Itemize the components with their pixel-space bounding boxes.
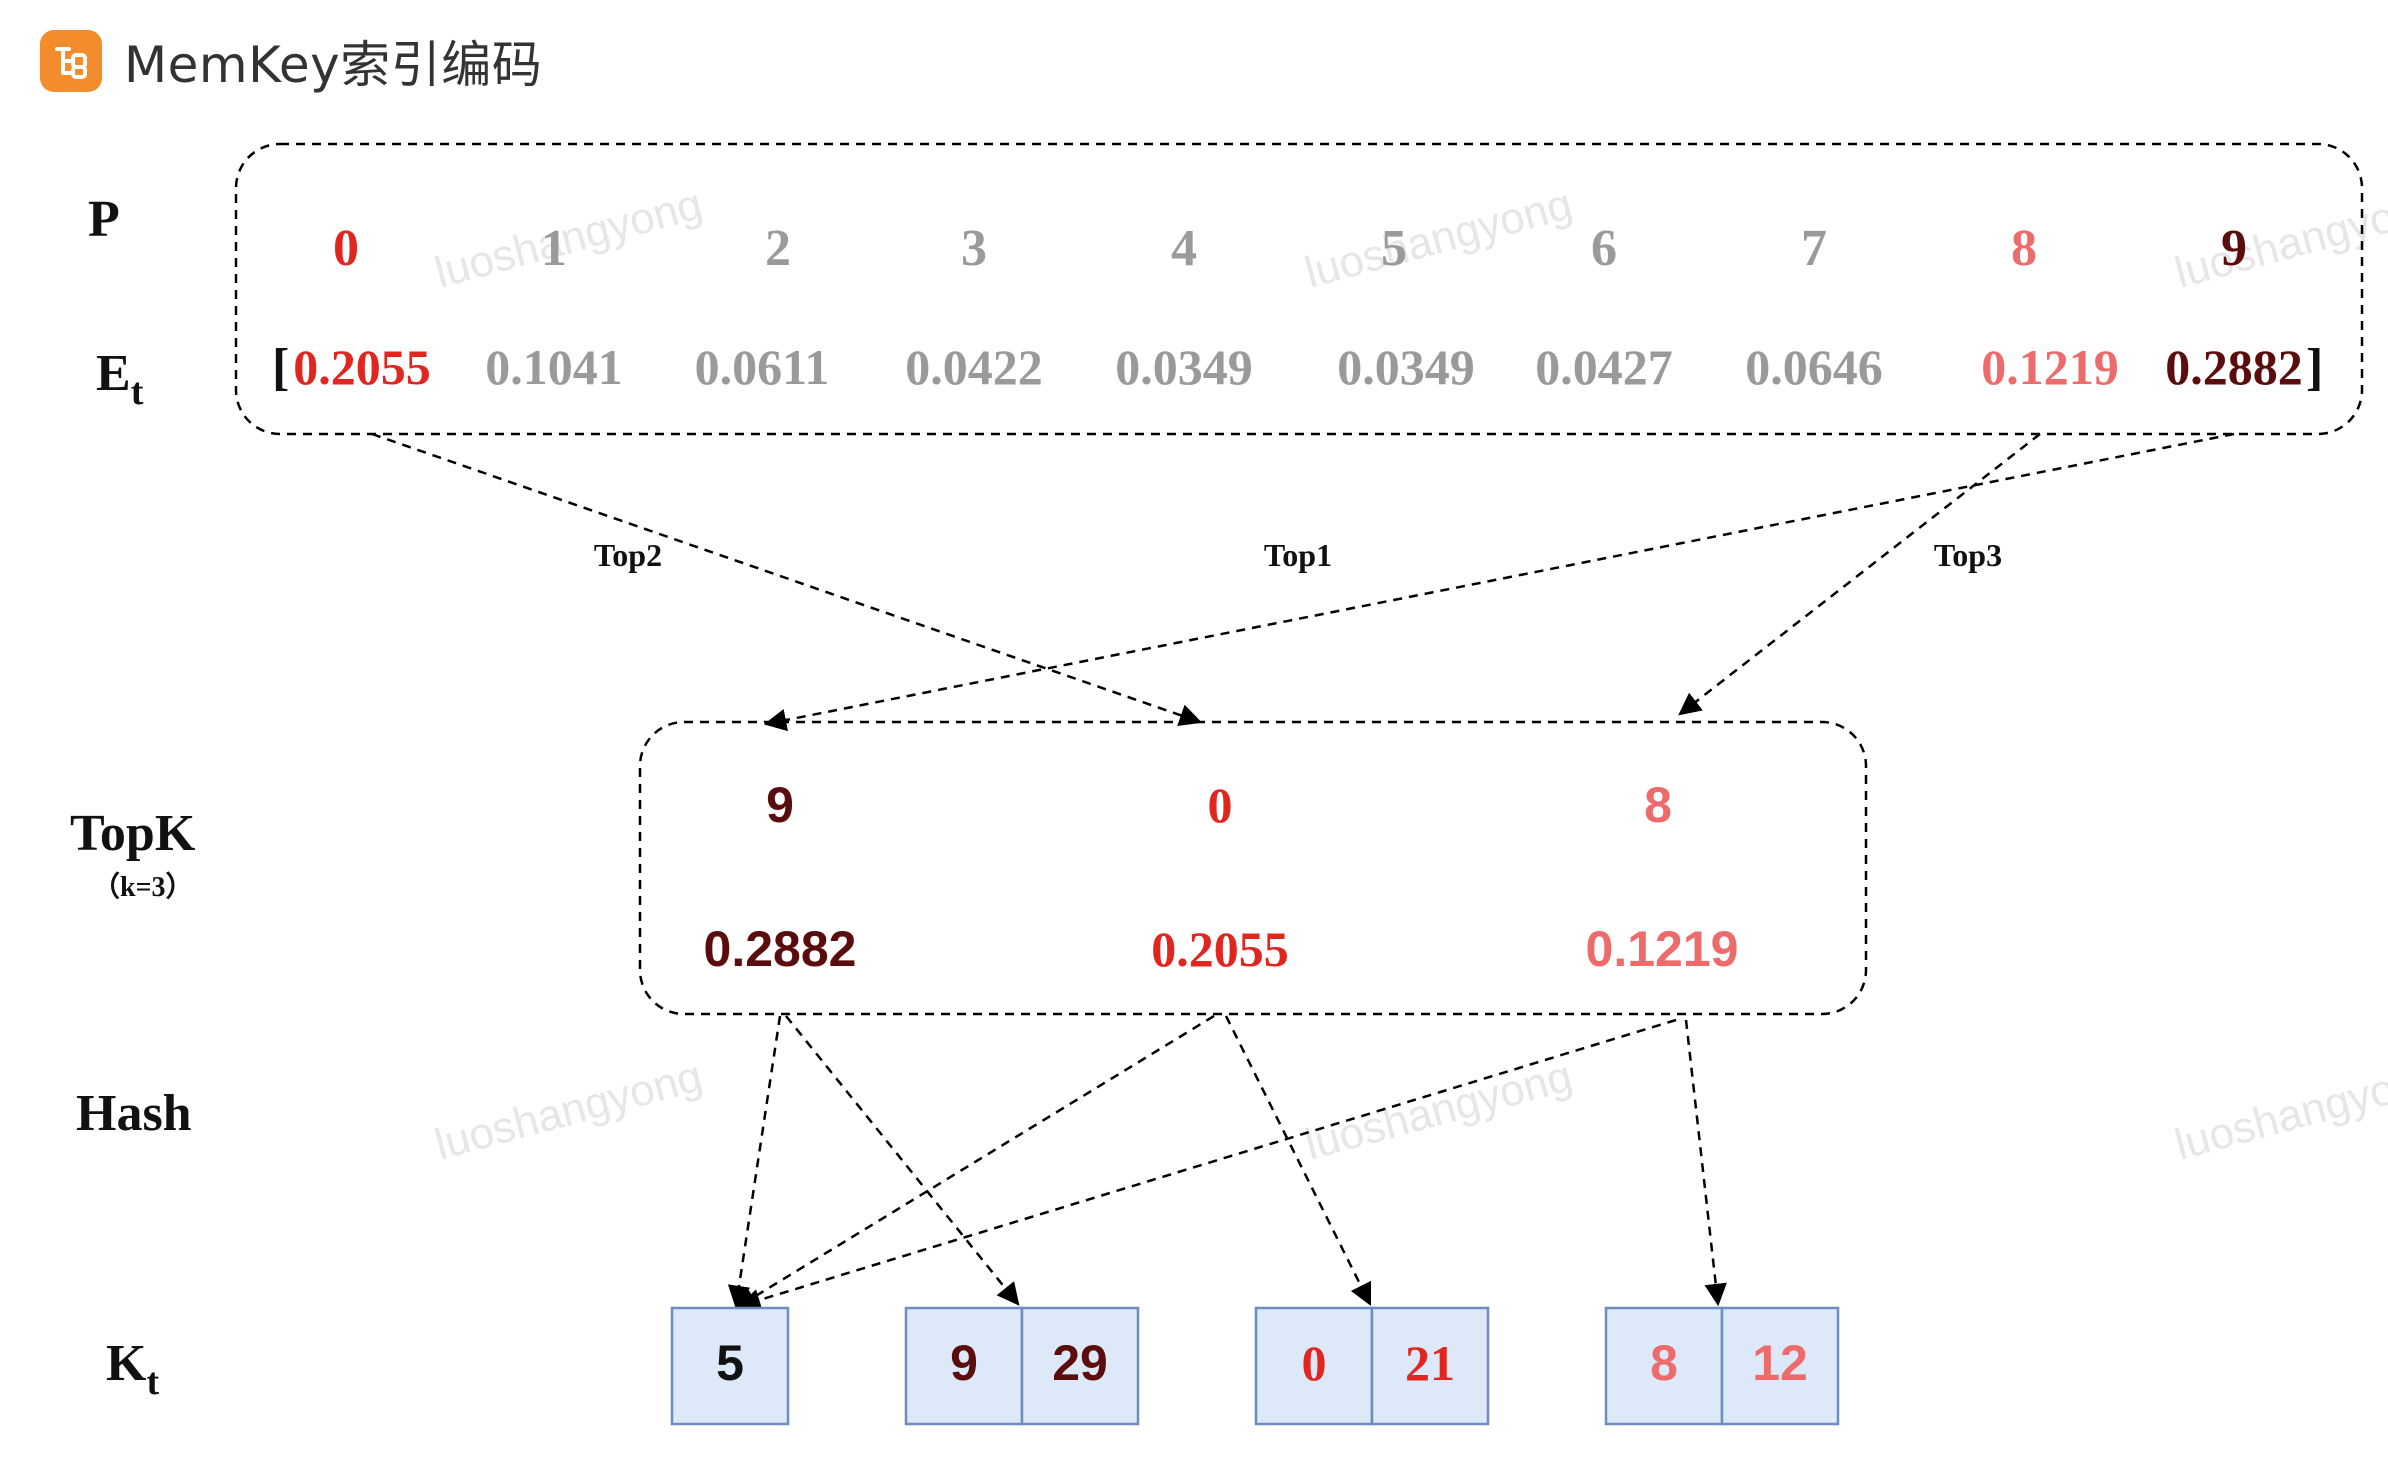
top2-label: Top2 (594, 537, 662, 573)
hash-arrow (1684, 1019, 1727, 1307)
kt-cell (1604, 1306, 1724, 1426)
kt-cell (670, 1306, 790, 1426)
kt-cell (1254, 1306, 1374, 1426)
bracket-close: ] (2306, 339, 2323, 396)
bracket-open: [ (272, 339, 289, 396)
p-et-group-box (234, 142, 2364, 436)
p-value: 8 (2011, 220, 2037, 277)
arrow-top3 (1678, 433, 2041, 716)
et-value: 0.2055 (293, 339, 431, 395)
row-label-p: P (88, 191, 120, 248)
watermark: luoshangyong (2170, 179, 2388, 297)
hash-arrow (785, 1015, 1020, 1306)
top1-label: Top1 (1264, 537, 1332, 573)
et-value: 0.0349 (1337, 339, 1475, 395)
kt-cell-value: 0 (1302, 1335, 1327, 1391)
p-value: 7 (1801, 220, 1827, 277)
top3-label: Top3 (1934, 537, 2002, 573)
hash-arrow (1224, 1015, 1372, 1307)
p-value: 2 (765, 220, 791, 277)
row-label-hash: Hash (76, 1085, 192, 1142)
topk-row: 9 0 8 0.2882 0.2055 0.1219 (704, 777, 1739, 977)
topk-group-box (638, 720, 1868, 1016)
row-label-topk: TopK (70, 805, 196, 862)
app-header: MemKey索引编码 (40, 26, 542, 96)
mindmap-logo-icon (40, 30, 102, 92)
kt-cell (1020, 1306, 1140, 1426)
arrow-top2 (371, 432, 1203, 726)
kt-cell-value: 5 (716, 1335, 744, 1391)
p-value: 3 (961, 220, 987, 277)
et-value: 0.0427 (1535, 339, 1673, 395)
row-label-topk-k: （k=3） (92, 870, 194, 903)
watermark: luoshangyong (430, 179, 707, 297)
et-row: [ 0.2055 0.1041 0.0611 0.0422 0.0349 0.0… (272, 339, 2323, 396)
watermark: luoshangyong (430, 1051, 707, 1169)
row-label-et: Et (96, 345, 144, 413)
topk-value: 0.1219 (1586, 921, 1739, 977)
et-value: 0.1041 (485, 339, 623, 395)
et-value: 0.0349 (1115, 339, 1253, 395)
p-value: 0 (333, 220, 359, 277)
topk-index: 0 (1208, 777, 1233, 833)
kt-cell-value: 21 (1405, 1335, 1455, 1391)
hash-arrow (727, 1015, 782, 1309)
watermark: luoshangyong (2170, 1051, 2388, 1169)
p-value: 1 (541, 220, 567, 277)
topk-selection-arrows (371, 432, 2235, 732)
topk-index: 9 (766, 777, 794, 833)
app-title: MemKey索引编码 (124, 36, 543, 94)
watermark: luoshangyong (1300, 179, 1577, 297)
arrow-top1 (763, 432, 2235, 732)
topk-value: 0.2055 (1151, 921, 1289, 977)
p-value: 6 (1591, 220, 1617, 277)
et-value: 0.0611 (695, 339, 830, 395)
kt-box: 8 12 (1604, 1306, 1840, 1426)
kt-cell (1370, 1306, 1490, 1426)
kt-cell-value: 29 (1052, 1335, 1108, 1391)
et-value: 0.0646 (1745, 339, 1883, 395)
hash-arrow (737, 1018, 1677, 1311)
kt-cell-value: 12 (1752, 1335, 1808, 1391)
et-value: 0.1219 (1981, 339, 2119, 395)
p-row: 0 1 2 3 4 5 6 7 8 9 (333, 220, 2247, 277)
kt-cell-value: 8 (1650, 1335, 1678, 1391)
et-value: 0.2882 (2165, 339, 2303, 395)
kt-cell-value: 9 (950, 1335, 978, 1391)
et-value: 0.0422 (905, 339, 1043, 395)
kt-cell (1720, 1306, 1840, 1426)
p-value: 4 (1171, 220, 1197, 277)
kt-box: 0 21 (1254, 1306, 1490, 1426)
kt-box: 5 (670, 1306, 790, 1426)
kt-box: 9 29 (904, 1306, 1140, 1426)
p-value: 9 (2221, 220, 2247, 277)
row-label-kt: Kt (106, 1335, 159, 1403)
topk-value: 0.2882 (704, 921, 857, 977)
hash-arrow (734, 1014, 1215, 1310)
hash-arrows (727, 1014, 1727, 1311)
kt-row: 5 9 29 0 21 8 12 (670, 1306, 1840, 1426)
topk-index: 8 (1644, 777, 1672, 833)
watermark-group: luoshangyong luoshangyong luoshangyong l… (430, 179, 2388, 1169)
p-value: 5 (1381, 220, 1407, 277)
kt-cell (904, 1306, 1024, 1426)
watermark: luoshangyong (1300, 1051, 1577, 1169)
